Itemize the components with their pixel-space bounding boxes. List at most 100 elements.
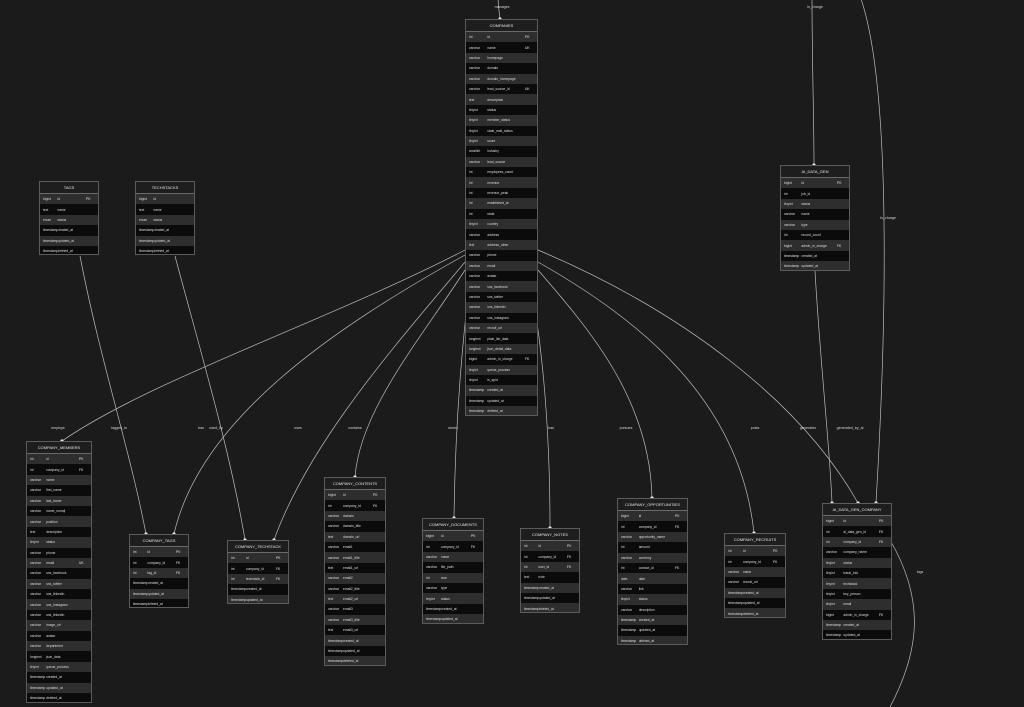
attribute-type: varchar <box>469 284 480 289</box>
attribute-type: timestamp <box>728 590 743 595</box>
attribute-type: varchar <box>30 488 41 493</box>
attribute-type: int <box>469 170 473 175</box>
attribute-type: varchar <box>426 565 437 570</box>
attribute-name: amount <box>638 545 650 550</box>
attribute-type: int <box>469 201 473 206</box>
attribute-name: image_url <box>46 623 61 628</box>
entity-title: COMPANY_RECRUITS <box>725 534 785 546</box>
attribute-type: varchar <box>469 55 480 60</box>
entity-attribute-row: int amount <box>618 542 687 553</box>
attribute-type: varchar <box>426 554 437 559</box>
attribute-type: varchar <box>469 326 480 331</box>
attribute-name: file_path <box>441 565 454 570</box>
attribute-name: revenue <box>487 180 500 185</box>
attribute-type: tinyint <box>469 378 478 383</box>
attribute-name: sns_instagram <box>487 315 509 320</box>
attribute-name: description <box>487 97 504 102</box>
attribute-name: created_at <box>743 590 759 595</box>
attribute-name: status <box>638 597 648 602</box>
attribute-name: contact_id <box>638 566 654 571</box>
attribute-type: timestamp <box>133 591 148 596</box>
attribute-key: FK <box>176 570 181 575</box>
attribute-name: created_at <box>153 228 169 233</box>
attribute-name: id <box>57 197 60 202</box>
attribute-name: status <box>46 540 55 545</box>
attribute-name: name <box>743 569 752 574</box>
attribute-name: updated_at <box>246 597 263 602</box>
relationship-label: used_by <box>209 426 223 430</box>
attribute-key: PK <box>373 493 378 498</box>
attribute-key: FK <box>879 529 884 534</box>
attribute-name: queue_process <box>487 367 510 372</box>
attribute-name: admin_in_charge <box>843 612 869 617</box>
attribute-type: text <box>328 565 334 570</box>
relationship-label: uses <box>294 426 302 430</box>
attribute-name: admin_in_charge <box>487 357 513 362</box>
attribute-name: user_id <box>538 564 550 569</box>
attribute-name: lead_source_id <box>487 87 510 92</box>
attribute-type: varchar <box>469 66 480 71</box>
relationship-line <box>174 255 246 541</box>
attribute-name: record_count <box>801 233 821 238</box>
attribute-name: deleted_at <box>743 611 759 616</box>
attribute-key: PK <box>773 549 778 554</box>
attribute-type: timestamp <box>469 409 485 414</box>
attribute-name: created_at <box>538 585 554 590</box>
attribute-type: timestamp <box>524 606 539 611</box>
attribute-type: varchar <box>30 633 41 638</box>
attribute-type: varchar <box>30 498 41 503</box>
attribute-name: id <box>153 197 156 202</box>
attribute-type: varchar <box>30 550 41 555</box>
attribute-type: int <box>621 545 625 550</box>
attribute-name: sns_linkedin <box>46 613 65 618</box>
attribute-name: updated_at <box>538 596 555 601</box>
attribute-key: FK <box>79 467 84 472</box>
relationship-label: in_charge <box>880 216 896 220</box>
attribute-type: tinyint <box>469 222 478 227</box>
relationship-label: generates <box>800 426 816 430</box>
attribute-name: sns_linkedin <box>487 305 506 310</box>
attribute-type: timestamp <box>524 585 539 590</box>
attribute-type: timestamp <box>133 602 148 607</box>
